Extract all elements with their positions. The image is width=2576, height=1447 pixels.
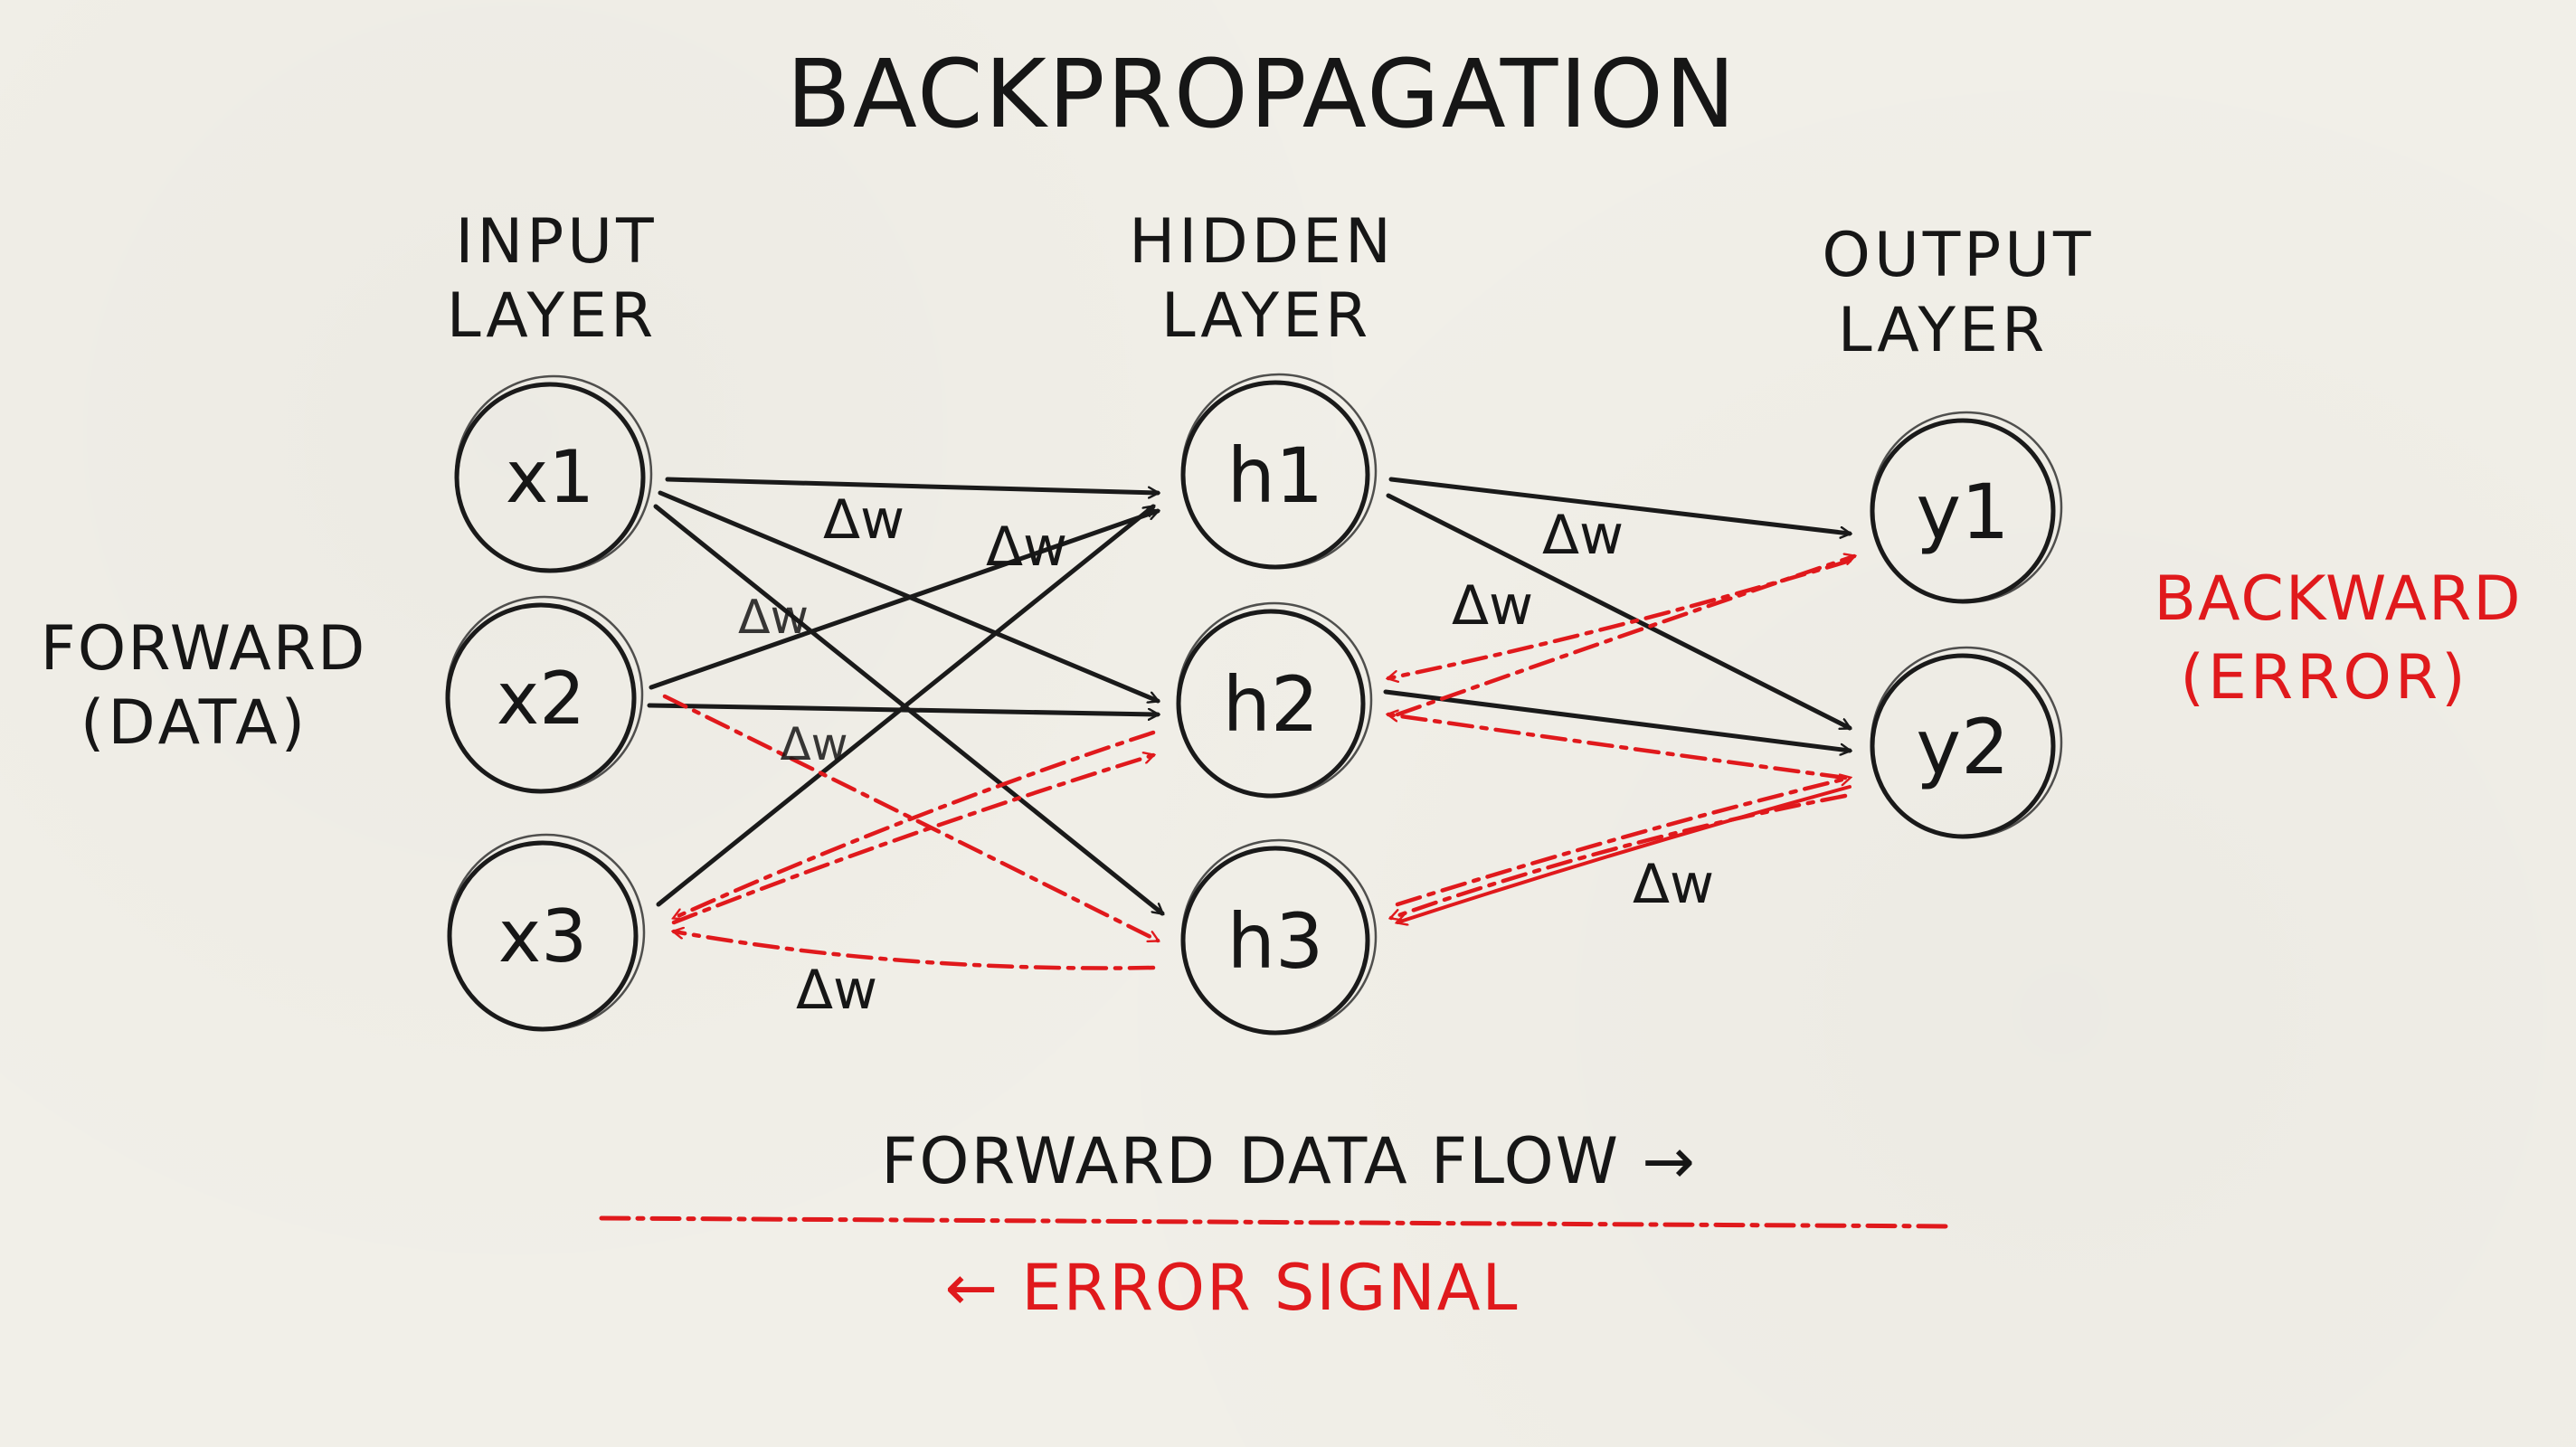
diagram-title: BACKPROPAGATION: [786, 39, 1737, 149]
delta-w-label: Δw: [1542, 504, 1624, 567]
forward-data-label: FORWARD (DATA): [41, 613, 367, 759]
output-node-y2: y2: [1870, 646, 2063, 839]
weight-update-labels: Δw Δw Δw Δw Δw Δw Δw Δw: [738, 488, 1714, 1022]
error-x3-h2: [671, 755, 1153, 925]
node-label-y1: y1: [1916, 468, 2009, 556]
node-label-x3: x3: [498, 894, 587, 979]
node-circle-sketch: [1176, 601, 1373, 799]
node-label-y2: y2: [1916, 703, 2009, 791]
node-label-x2: x2: [497, 657, 585, 741]
node-label-h2: h2: [1223, 660, 1320, 749]
input-node-x2: x2: [445, 595, 644, 794]
node-circle-sketch: [1870, 646, 2063, 839]
delta-w-label: Δw: [986, 515, 1067, 579]
input-node-x3: x3: [447, 833, 646, 1032]
hidden-layer-heading-line2: LAYER: [1161, 280, 1371, 352]
node-circle-sketch: [454, 374, 653, 573]
legend-error-signal: ← ERROR SIGNAL: [945, 1251, 1520, 1325]
error-connections: [662, 556, 1854, 970]
backward-error-label: BACKWARD (ERROR): [2154, 563, 2522, 714]
error-h2-x3: [674, 730, 1156, 918]
node-circle-sketch: [1870, 411, 2063, 604]
hidden-layer-heading: HIDDEN LAYER: [1129, 206, 1395, 352]
node-label-h1: h1: [1227, 431, 1324, 520]
output-layer-heading-line2: LAYER: [1838, 295, 2048, 366]
delta-w-label: Δw: [780, 718, 848, 771]
input-node-x1: x1: [454, 374, 653, 573]
node-label-h3: h3: [1227, 897, 1324, 986]
error-h2-y1: [1395, 556, 1854, 717]
node-circle-sketch: [1180, 373, 1378, 570]
backward-error-label-line1: BACKWARD: [2154, 563, 2522, 635]
output-node-y1: y1: [1870, 411, 2063, 604]
input-layer-heading-line2: LAYER: [447, 280, 657, 352]
node-circle-sketch: [1180, 838, 1378, 1036]
delta-w-label: Δw: [796, 959, 877, 1022]
forward-data-label-line1: FORWARD: [41, 613, 367, 685]
error-y2-h3-solid: [1397, 785, 1852, 922]
input-layer-heading: INPUT LAYER: [447, 206, 657, 352]
hidden-node-h1: h1: [1180, 373, 1378, 570]
hidden-node-h3: h3: [1180, 838, 1378, 1036]
output-layer-heading: OUTPUT LAYER: [1822, 220, 2094, 366]
node-label-x1: x1: [506, 435, 594, 519]
delta-w-label: Δw: [823, 488, 904, 552]
input-layer-heading-line1: INPUT: [455, 206, 657, 278]
error-y2-h2: [1388, 714, 1848, 780]
hidden-layer-heading-line1: HIDDEN: [1129, 206, 1395, 278]
delta-w-label: Δw: [1452, 574, 1533, 638]
edge-x3-h1: [656, 504, 1153, 907]
delta-w-label: Δw: [1633, 853, 1714, 916]
edge-h1-y1: [1388, 477, 1850, 534]
error-x2-h3: [662, 694, 1158, 943]
hidden-node-h2: h2: [1176, 601, 1373, 799]
edge-x2-h1: [649, 511, 1158, 690]
legend-error-line: [599, 1215, 1956, 1229]
backward-error-label-line2: (ERROR): [2180, 642, 2468, 714]
forward-connections: [647, 477, 1850, 916]
node-circle-sketch: [447, 833, 646, 1032]
node-circle-sketch: [445, 595, 644, 794]
delta-w-label: Δw: [738, 591, 809, 645]
error-h3-y2: [1395, 778, 1850, 907]
edge-x1-h1: [665, 477, 1158, 493]
output-layer-heading-line1: OUTPUT: [1822, 220, 2094, 291]
forward-data-label-line2: (DATA): [80, 687, 308, 759]
legend-forward-data-flow: FORWARD DATA FLOW →: [881, 1124, 1697, 1198]
error-h3-x3: [674, 932, 1156, 970]
edge-h2-y2: [1383, 689, 1850, 751]
legend: FORWARD DATA FLOW → ← ERROR SIGNAL: [599, 1124, 1956, 1325]
error-y2-h3: [1391, 793, 1848, 918]
edge-h1-y2: [1386, 493, 1850, 731]
